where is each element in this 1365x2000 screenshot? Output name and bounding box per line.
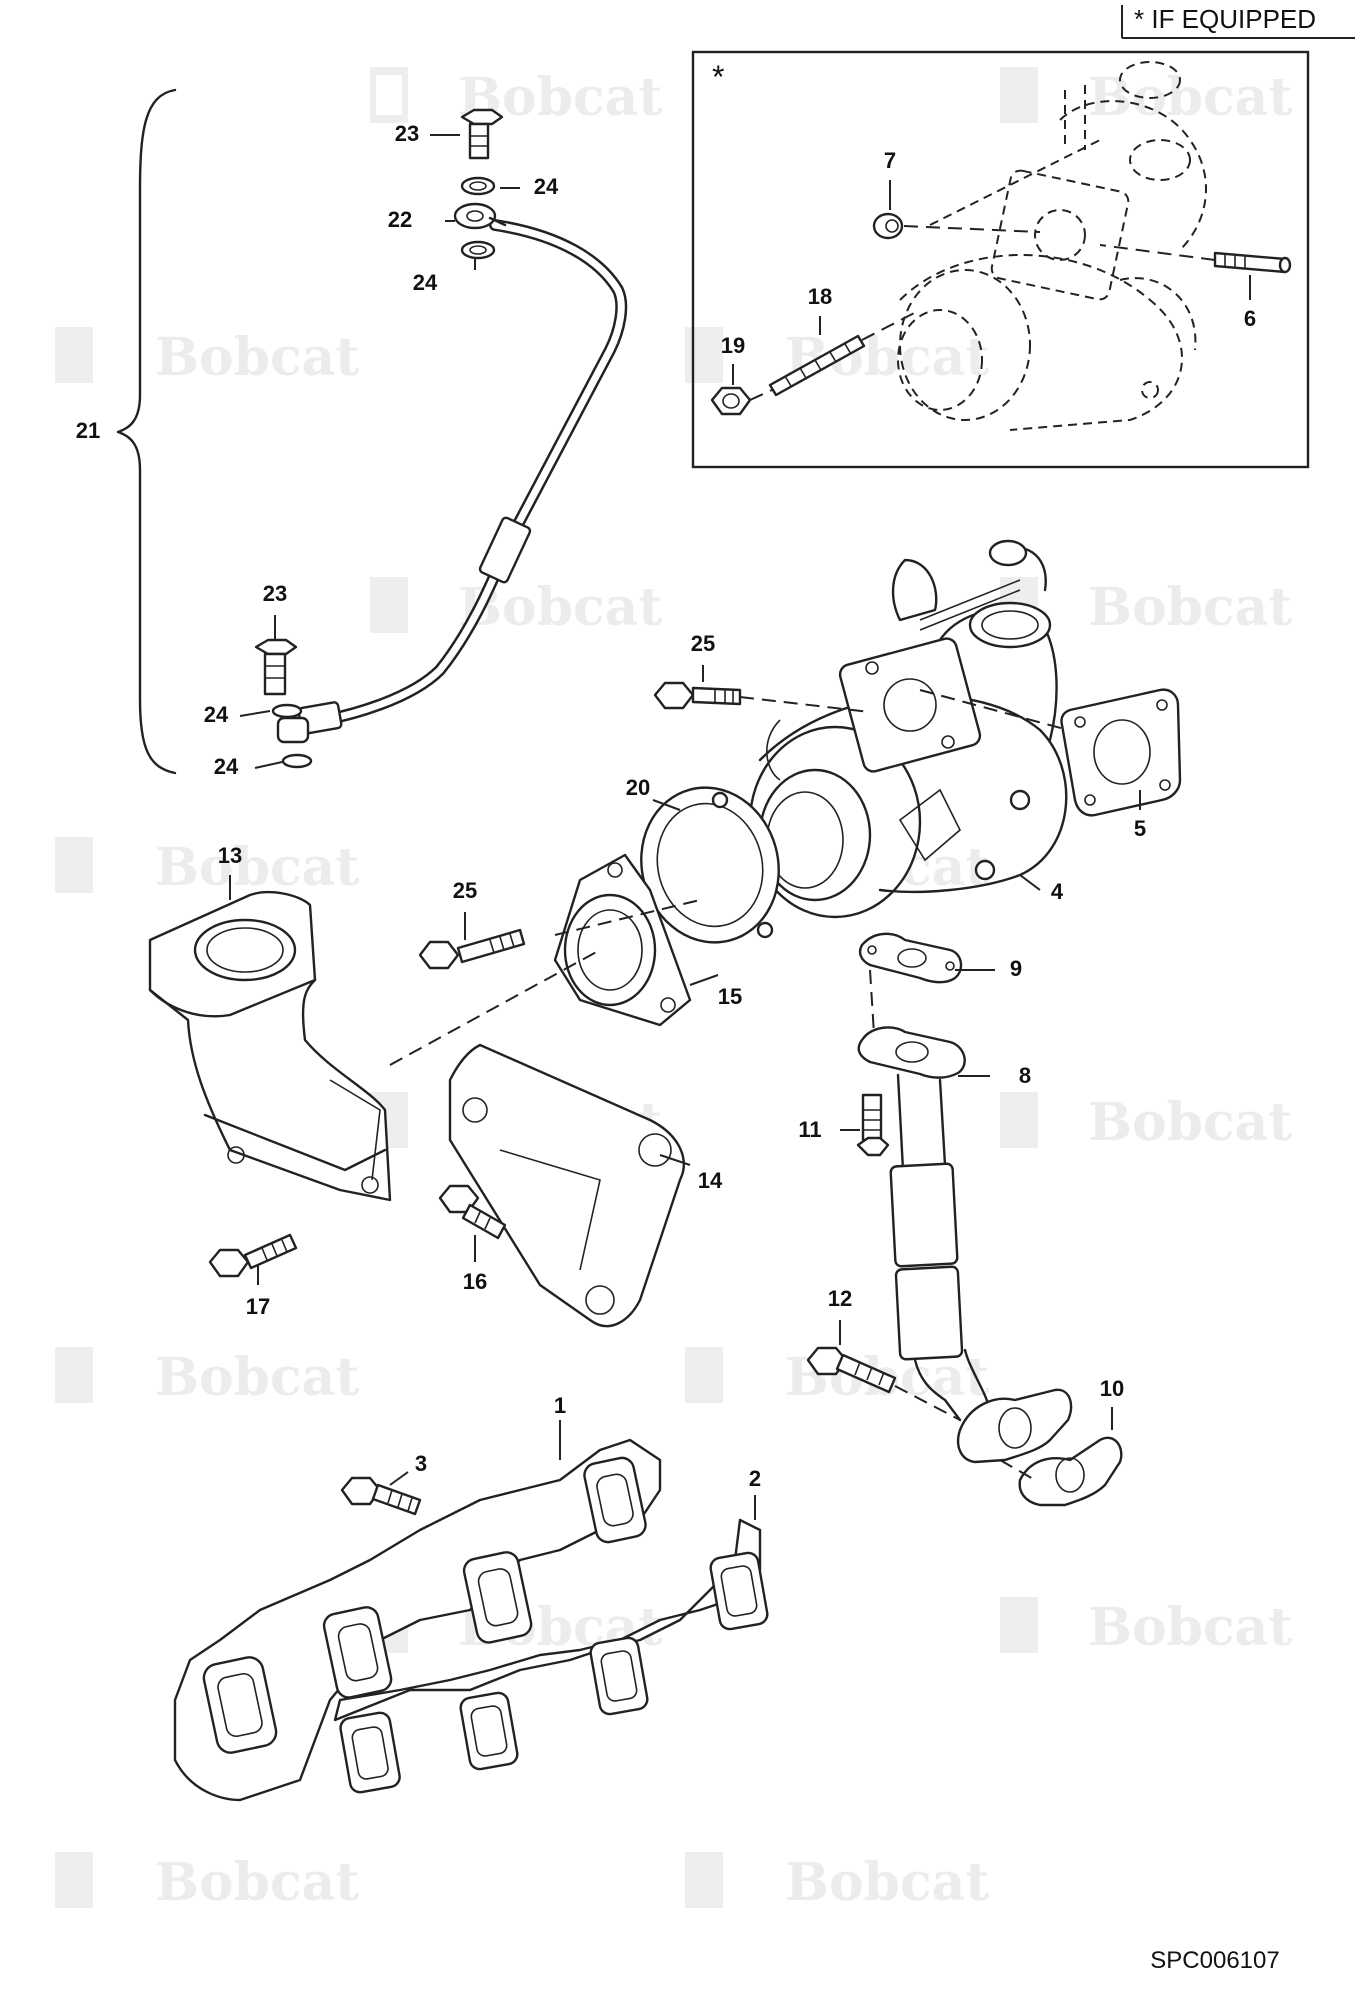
part-24-washer-lower-b	[281, 753, 313, 769]
callout-5: 5	[1134, 816, 1146, 841]
svg-text:Bobcat: Bobcat	[155, 1852, 359, 1913]
part-6-stud	[1099, 244, 1292, 274]
svg-text:Bobcat: Bobcat	[1088, 577, 1292, 638]
callout-7: 7	[884, 148, 896, 173]
callout-labels: 1 2 3 4 5 6 7 8 9 10 11 12 13 14 15 16 1…	[76, 121, 1256, 1491]
callout-25-lower: 25	[453, 878, 477, 903]
inset-turbocharger-ghost	[897, 61, 1207, 431]
callout-2: 2	[749, 1466, 761, 1491]
callout-11: 11	[798, 1117, 821, 1142]
watermark-logo: Bobcat	[370, 577, 662, 638]
part-11-bolt	[856, 1093, 890, 1157]
callout-15: 15	[718, 984, 742, 1009]
part-12-bolt	[806, 1346, 961, 1421]
watermark-logo: Bobcat	[1000, 1092, 1292, 1153]
callout-20: 20	[626, 775, 650, 800]
callout-25-upper: 25	[691, 631, 715, 656]
svg-text:Bobcat: Bobcat	[155, 837, 359, 898]
part-24-washer-middle	[460, 240, 496, 260]
watermark-logo: Bobcat	[55, 1347, 359, 1408]
part-21-oil-feed-assembly	[116, 88, 628, 775]
callout-16: 16	[463, 1269, 487, 1294]
svg-text:Bobcat: Bobcat	[1088, 1092, 1292, 1153]
callout-19: 19	[721, 333, 745, 358]
leader-lines	[229, 134, 1251, 1520]
callout-21: 21	[76, 418, 100, 443]
part-1-exhaust-manifold	[173, 1438, 662, 1802]
callout-22: 22	[388, 207, 412, 232]
if-equipped-text: * IF EQUIPPED	[1134, 4, 1316, 34]
part-2-manifold-gasket	[333, 1518, 769, 1794]
part-3-bolt	[340, 1476, 422, 1516]
part-4-turbocharger	[748, 539, 1068, 919]
callout-6: 6	[1244, 306, 1256, 331]
part-13-exhaust-elbow	[148, 891, 392, 1202]
alignment-line	[389, 949, 601, 1066]
part-24-washer-upper	[460, 176, 496, 196]
alignment-line	[919, 689, 1069, 731]
part-5-gasket	[1060, 688, 1182, 817]
watermark-logo: Bobcat	[55, 327, 359, 388]
part-8-oil-return-tube	[857, 1026, 1002, 1442]
part-10-gasket	[999, 1436, 1123, 1507]
watermark-logo: Bobcat	[685, 1852, 989, 1913]
watermark-logo: Bobcat	[370, 67, 662, 128]
svg-text:Bobcat: Bobcat	[1088, 1597, 1292, 1658]
part-14-bracket	[448, 1043, 685, 1328]
part-24-washer-lower-a	[271, 703, 303, 719]
part-16-bolt	[438, 1184, 507, 1240]
svg-text:Bobcat: Bobcat	[785, 1852, 989, 1913]
part-25-bolt-lower	[418, 928, 526, 970]
watermark-logo: Bobcat	[55, 837, 359, 898]
watermark-logo: Bobcat	[1000, 1597, 1292, 1658]
callout-24-middle: 24	[413, 270, 438, 295]
callout-8: 8	[1019, 1063, 1031, 1088]
callout-24-upper: 24	[534, 174, 559, 199]
part-25-bolt-upper	[653, 681, 871, 713]
part-15-adapter	[553, 853, 701, 1027]
callout-1: 1	[554, 1393, 566, 1418]
callout-10: 10	[1100, 1376, 1124, 1401]
callout-14: 14	[698, 1168, 723, 1193]
callout-13: 13	[218, 843, 242, 868]
callout-17: 17	[246, 1294, 270, 1319]
part-19-flange-nut	[710, 386, 773, 416]
callout-23-lower: 23	[263, 581, 287, 606]
drawing-code: SPC006107	[1150, 1947, 1279, 1974]
callout-23-upper: 23	[395, 121, 419, 146]
watermark-logo: Bobcat	[55, 1852, 359, 1913]
part-17-bolt	[208, 1233, 298, 1278]
svg-text:Bobcat: Bobcat	[155, 327, 359, 388]
svg-text:Bobcat: Bobcat	[785, 327, 989, 388]
part-7-nut	[872, 212, 1041, 240]
svg-text:Bobcat: Bobcat	[155, 1347, 359, 1408]
optional-equipment-inset: *	[691, 50, 1310, 469]
part-23-banjo-bolt-lower	[254, 638, 298, 696]
callout-18: 18	[808, 284, 832, 309]
part-8-tube-flange	[956, 1388, 1073, 1464]
callout-24-lower-a: 24	[204, 702, 229, 727]
callout-24-lower-b: 24	[214, 754, 239, 779]
part-18-stud	[768, 309, 921, 397]
watermark-logo: Bobcat	[1000, 67, 1292, 128]
inset-asterisk: *	[712, 59, 724, 95]
watermark-logo: Bobcat	[685, 327, 989, 388]
part-23-banjo-bolt-upper	[460, 108, 504, 160]
callout-3: 3	[415, 1451, 427, 1476]
svg-text:Bobcat: Bobcat	[1088, 67, 1292, 128]
callout-4: 4	[1051, 879, 1064, 904]
callout-12: 12	[828, 1286, 852, 1311]
if-equipped-note: * IF EQUIPPED	[1121, 4, 1355, 39]
callout-9: 9	[1010, 956, 1022, 981]
